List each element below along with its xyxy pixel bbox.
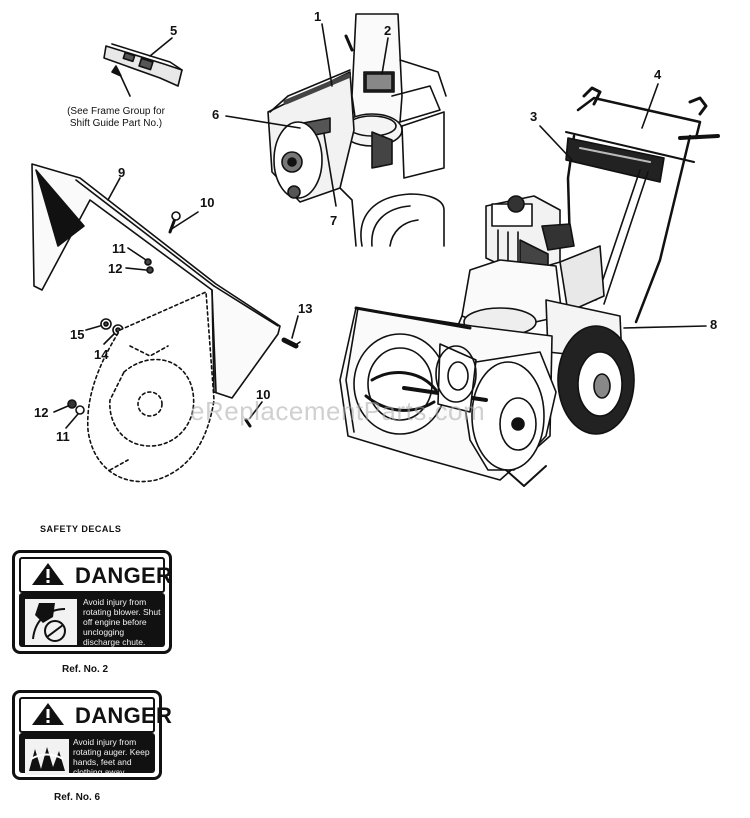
shift-guide-note: (See Frame Group for Shift Guide Part No… — [46, 106, 186, 130]
note-line-1: (See Frame Group for — [67, 106, 165, 117]
callout-6: 6 — [212, 107, 220, 122]
callout-2: 2 — [384, 23, 392, 38]
leader-1 — [321, 23, 333, 87]
callout-8: 8 — [710, 317, 718, 332]
callout-9: 9 — [118, 165, 126, 180]
shift-guide-part — [103, 43, 183, 87]
housing-side-plate — [86, 291, 215, 483]
leader-6 — [225, 115, 301, 129]
callout-12-bottom: 12 — [34, 405, 49, 420]
callout-3: 3 — [530, 109, 538, 124]
leader-7 — [323, 133, 337, 207]
decal-heading: DANGER — [75, 703, 173, 728]
callout-5: 5 — [170, 23, 178, 38]
callout-11-bottom: 11 — [56, 429, 70, 444]
side-shield-part — [31, 163, 281, 399]
callout-13: 13 — [298, 301, 313, 316]
decal-text: Avoid injury from rotating blower. Shut … — [83, 597, 161, 647]
note-line-2: Shift Guide Part No.) — [69, 118, 163, 129]
decal-header: DANGER — [19, 557, 172, 593]
callout-11-top: 11 — [112, 241, 126, 256]
leader-2 — [381, 37, 389, 75]
leader-8 — [623, 325, 707, 329]
decal-body: Avoid injury from rotating blower. Shut … — [19, 593, 165, 647]
callout-10-top: 10 — [200, 195, 215, 210]
rotating-auger-icon — [25, 739, 69, 775]
callout-12-top: 12 — [108, 261, 123, 276]
callout-4: 4 — [654, 67, 662, 82]
snow-thrower-assembly — [339, 86, 720, 487]
rotating-blower-icon — [25, 599, 77, 645]
callout-1: 1 — [314, 9, 322, 24]
decal-heading: DANGER — [75, 563, 173, 588]
leader-4 — [641, 83, 659, 129]
warning-triangle-icon — [32, 703, 64, 725]
ref-no-2: Ref. No. 2 — [62, 664, 109, 675]
callout-15: 15 — [70, 327, 85, 342]
warning-triangle-icon — [32, 563, 64, 585]
danger-decal-blower: DANGER Avoid injury from rotating blower… — [12, 550, 172, 654]
leader-9 — [107, 177, 121, 201]
decal-header: DANGER — [19, 697, 172, 733]
chute-assembly — [267, 13, 447, 247]
ref-no-6: Ref. No. 6 — [54, 792, 101, 803]
callout-7: 7 — [330, 213, 338, 228]
callout-14: 14 — [94, 347, 109, 362]
decal-text: Avoid injury from rotating auger. Keep h… — [73, 737, 150, 777]
watermark: eReplacementParts.com — [190, 396, 486, 426]
leader-5 — [149, 37, 173, 57]
leader-3 — [539, 125, 573, 161]
decal-body: Avoid injury from rotating auger. Keep h… — [19, 733, 155, 777]
safety-decals-title: SAFETY DECALS — [40, 524, 122, 534]
danger-decal-auger: DANGER Avoid injury from rotating auger.… — [12, 690, 172, 780]
callout-10-bottom: 10 — [256, 387, 271, 402]
